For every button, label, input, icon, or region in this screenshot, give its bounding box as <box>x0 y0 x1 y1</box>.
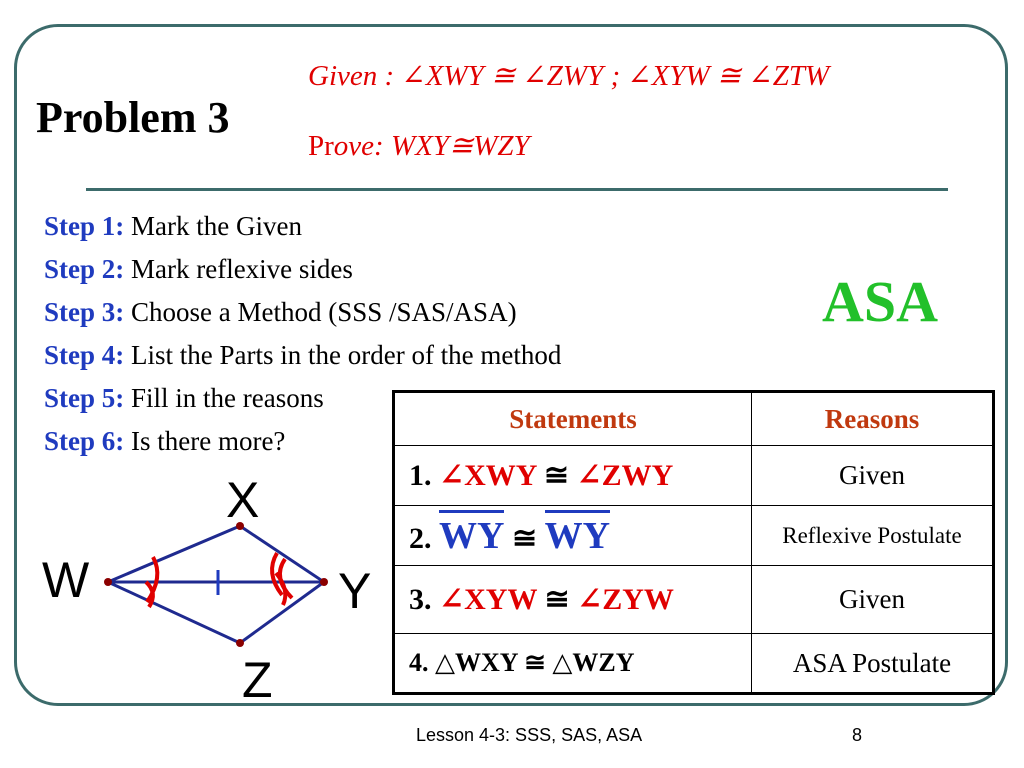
step-label: Step 2: <box>44 254 125 284</box>
step-text: Fill in the reasons <box>131 383 324 413</box>
congruent-symbol: ≅ <box>524 648 546 677</box>
vertex-z <box>236 639 244 647</box>
table-row: 2. WY ≅ WY Reflexive Postulate <box>393 505 994 566</box>
overline-mark <box>439 509 505 513</box>
congruent-symbol: ≅ <box>543 459 569 492</box>
footer-lesson: Lesson 4-3: SSS, SAS, ASA <box>416 725 643 745</box>
overline-mark <box>544 509 611 513</box>
segment-wy: WY <box>544 509 611 558</box>
statement-cell: 4. △WXY ≅ △WZY <box>393 633 752 694</box>
table-row: 1. ∠XWY ≅ ∠ZWY Given <box>393 445 994 506</box>
statement-part: ∠XWY <box>439 459 537 492</box>
step-text: Is there more? <box>131 426 286 456</box>
label-z: Z <box>242 652 273 705</box>
method-label: ASA <box>822 269 939 334</box>
step-label: Step 3: <box>44 297 125 327</box>
step-item: Step 1: Mark the Given <box>44 205 561 248</box>
row-number: 4. <box>409 648 429 677</box>
reason-cell: Reflexive Postulate <box>751 505 994 566</box>
divider <box>86 188 948 191</box>
step-text: Mark the Given <box>131 211 302 241</box>
given-statement: Given : ∠XWY ≅ ∠ZWY ; ∠XYW ≅ ∠ZTW <box>308 60 830 92</box>
statement-cell: 1. ∠XWY ≅ ∠ZWY <box>393 445 752 506</box>
step-item: Step 5: Fill in the reasons <box>44 377 561 420</box>
statement-part: ∠XYW <box>439 583 537 616</box>
vertex-w <box>104 578 112 586</box>
table-row: 3. ∠XYW ≅ ∠ZYW Given <box>393 565 994 634</box>
step-label: Step 1: <box>44 211 125 241</box>
reason-cell: Given <box>751 445 994 506</box>
step-item: Step 6: Is there more? <box>44 420 561 463</box>
row-number: 3. <box>409 583 432 616</box>
statement-part: △WZY <box>552 648 635 677</box>
angle-arc-bottom <box>144 580 155 609</box>
statement-cell: 3. ∠XYW ≅ ∠ZYW <box>393 565 752 634</box>
reason-cell: ASA Postulate <box>751 633 994 694</box>
vertex-x <box>236 522 244 530</box>
vertex-y <box>320 578 328 586</box>
prove-statement: Prove: WXY≅WZY <box>308 128 530 163</box>
prove-prefix: Pr <box>308 130 334 162</box>
reasons-header: Reasons <box>751 391 994 446</box>
label-x: X <box>226 472 259 528</box>
slide-title: Problem 3 <box>36 93 230 142</box>
reason-cell: Given <box>751 565 994 634</box>
congruent-symbol: ≅ <box>511 521 538 555</box>
label-w: W <box>42 552 90 608</box>
step-item: Step 3: Choose a Method (SSS /SAS/ASA) <box>44 291 561 334</box>
statement-part: WY <box>544 514 611 557</box>
step-item: Step 4: List the Parts in the order of t… <box>44 334 561 377</box>
segment-wy: WY <box>439 509 505 558</box>
statements-header: Statements <box>393 391 752 446</box>
angle-arc-y1 <box>270 551 284 597</box>
row-number: 1. <box>409 459 432 492</box>
statement-cell: 2. WY ≅ WY <box>393 505 752 566</box>
row-number: 2. <box>409 521 432 555</box>
prove-rest: ove: WXY≅WZY <box>333 130 530 162</box>
angle-arc-top <box>145 556 160 604</box>
label-y: Y <box>338 563 371 619</box>
step-text: Choose a Method (SSS /SAS/ASA) <box>131 297 517 327</box>
slide-frame <box>14 24 1008 706</box>
table-row: 4. △WXY ≅ △WZY ASA Postulate <box>393 633 994 694</box>
step-label: Step 4: <box>44 340 125 370</box>
steps-list: Step 1: Mark the Given Step 2: Mark refl… <box>44 205 561 463</box>
kite-diagram: X W Y Z <box>42 472 371 705</box>
congruent-symbol: ≅ <box>544 583 570 616</box>
kite-outline <box>104 524 327 645</box>
proof-table: Statements Reasons 1. ∠XWY ≅ ∠ZWY Given … <box>392 390 995 695</box>
step-label: Step 5: <box>44 383 125 413</box>
statement-part: △WXY <box>435 648 518 677</box>
footer-page-number: 8 <box>852 725 863 745</box>
angle-arc-y3 <box>274 571 288 606</box>
statement-part: ∠ZWY <box>576 459 674 492</box>
step-item: Step 2: Mark reflexive sides <box>44 248 561 291</box>
step-text: Mark reflexive sides <box>131 254 353 284</box>
step-text: List the Parts in the order of the metho… <box>131 340 562 370</box>
table-header-row: Statements Reasons <box>393 391 994 446</box>
step-label: Step 6: <box>44 426 125 456</box>
statement-part: WY <box>439 514 505 557</box>
statement-part: ∠ZYW <box>577 583 674 616</box>
